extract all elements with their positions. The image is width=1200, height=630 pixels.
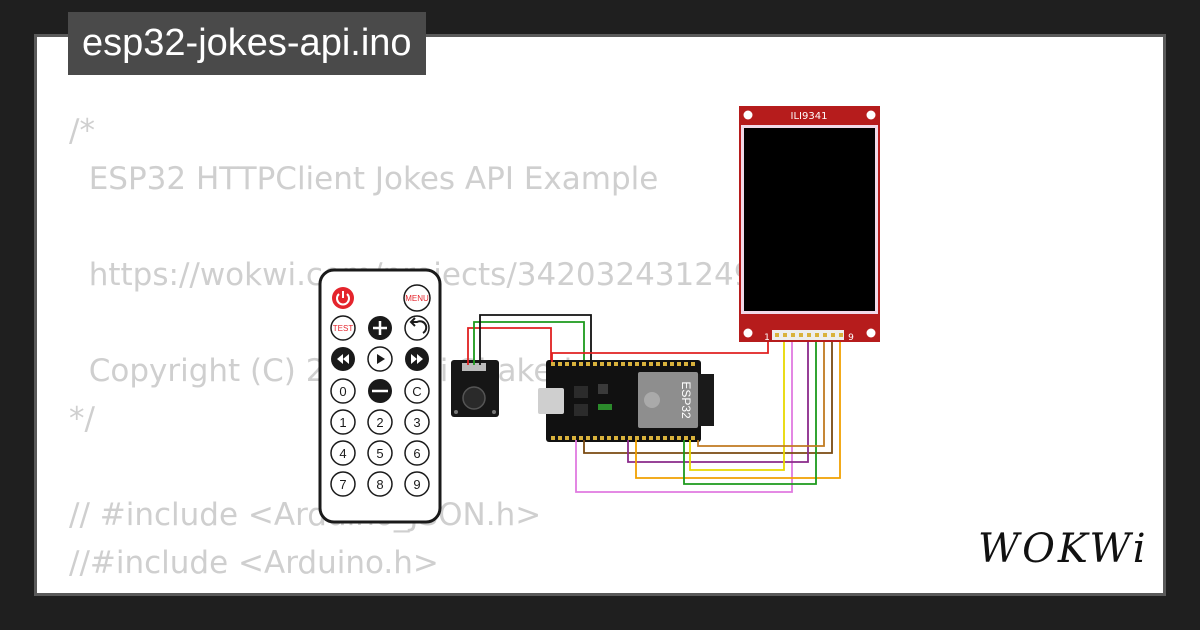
- key-c-button[interactable]: [404, 378, 430, 404]
- key-1-button[interactable]: [330, 409, 356, 435]
- key-5-button[interactable]: [367, 440, 393, 466]
- svg-text:TEST: TEST: [333, 324, 354, 333]
- power-icon: [336, 293, 350, 306]
- code-line: */: [69, 401, 95, 437]
- svg-text:7: 7: [339, 477, 346, 492]
- esp32-board[interactable]: ESP32: [538, 360, 714, 442]
- plus-icon: [373, 321, 387, 335]
- page-title: esp32-jokes-api.ino: [68, 12, 426, 75]
- wires-display: [575, 340, 841, 493]
- test-button[interactable]: [330, 315, 356, 341]
- wire-power: [551, 335, 769, 362]
- wokwi-logo: WOKWi: [978, 526, 1149, 572]
- rewind-icon: [337, 354, 349, 364]
- svg-text:2: 2: [376, 415, 383, 430]
- svg-text:ESP32: ESP32: [679, 381, 693, 419]
- svg-text:5: 5: [376, 446, 383, 461]
- svg-text:9: 9: [848, 333, 854, 343]
- ir-receiver[interactable]: [451, 360, 499, 417]
- svg-text:C: C: [412, 384, 421, 399]
- espressif-logo-icon: [644, 392, 660, 408]
- code-line: //#include <Arduino.h>: [69, 545, 439, 581]
- key-3-button[interactable]: [404, 409, 430, 435]
- key-6-button[interactable]: [404, 440, 430, 466]
- display-screen: [744, 128, 875, 311]
- ili9341-display[interactable]: ILI9341 1 9: [739, 106, 880, 343]
- code-line: ESP32 HTTPClient Jokes API Example: [69, 161, 659, 197]
- svg-text:1: 1: [339, 415, 346, 430]
- svg-text:9: 9: [413, 477, 420, 492]
- usb-port: [538, 388, 564, 414]
- display-pins: [775, 333, 843, 337]
- ir-remote[interactable]: MENU TEST 0 C 1 2 3 4 5 6 7 8: [318, 268, 442, 524]
- key-8-button[interactable]: [367, 471, 393, 497]
- code-line: /*: [69, 113, 95, 149]
- svg-text:4: 4: [339, 446, 346, 461]
- menu-button[interactable]: [403, 284, 431, 312]
- svg-text:1: 1: [764, 333, 770, 343]
- back-icon: [409, 317, 428, 334]
- svg-text:0: 0: [339, 384, 346, 399]
- fast-forward-icon: [411, 354, 423, 364]
- header-pins-top: [551, 362, 695, 366]
- header-pins-bottom: [551, 436, 695, 440]
- svg-text:MENU: MENU: [405, 294, 429, 303]
- svg-text:8: 8: [376, 477, 383, 492]
- wires-ir: [467, 314, 592, 365]
- key-7-button[interactable]: [330, 471, 356, 497]
- svg-text:ILI9341: ILI9341: [791, 111, 828, 122]
- play-icon: [377, 354, 385, 364]
- svg-text:3: 3: [413, 415, 420, 430]
- key-4-button[interactable]: [330, 440, 356, 466]
- key-9-button[interactable]: [404, 471, 430, 497]
- key-2-button[interactable]: [367, 409, 393, 435]
- key-0-button[interactable]: [330, 378, 356, 404]
- svg-text:6: 6: [413, 446, 420, 461]
- esp32-module: [638, 372, 698, 428]
